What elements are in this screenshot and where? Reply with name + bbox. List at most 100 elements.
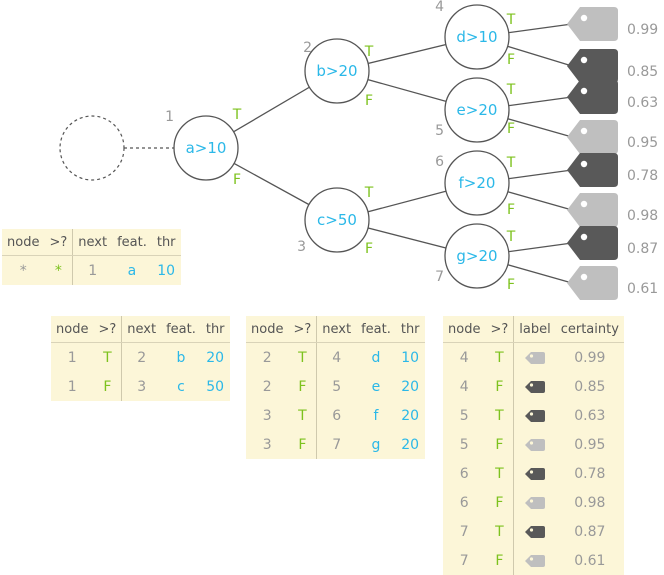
node-cell: 2 <box>262 349 272 366</box>
leaf-7-tag-icon <box>567 226 618 260</box>
label-cell <box>513 517 556 546</box>
label-cell <box>513 342 556 372</box>
node-cell: 3 <box>262 407 272 424</box>
threshold-cell: 10 <box>157 262 176 279</box>
feature-cell: d <box>371 349 381 366</box>
condition-cell: * <box>54 262 62 279</box>
leaf-3-tag-icon <box>567 80 618 114</box>
label-tag-icon <box>524 554 545 567</box>
node-cell: 6 <box>459 494 469 511</box>
leaf-3-certainty: 0.63 <box>627 95 658 111</box>
leaf-1-tag-hole <box>580 14 588 22</box>
certainty-cell: 0.87 <box>574 523 606 540</box>
tree-node-3-index: 3 <box>297 239 306 255</box>
column-header: node <box>246 316 289 343</box>
certainty-cell: 0.99 <box>574 349 606 366</box>
column-header: thr <box>151 229 181 256</box>
column-header: next <box>316 316 357 343</box>
tree-node-1 <box>173 115 239 181</box>
threshold-cell: 20 <box>401 378 420 395</box>
threshold-cell: 20 <box>401 407 420 424</box>
condition-cell: T <box>298 407 307 424</box>
node-cell: * <box>19 262 27 279</box>
leaf-6-tag-icon <box>567 193 618 227</box>
certainty-cell: 0.63 <box>574 407 606 424</box>
tree-node-7 <box>444 223 510 289</box>
label-tag-icon <box>524 525 545 538</box>
tree-node-7-label: g>20 <box>456 247 497 265</box>
column-header: thr <box>395 316 425 343</box>
next-node-cell: 5 <box>316 372 357 401</box>
leaf-2-tag-icon <box>567 49 618 83</box>
leaf-8-tag-hole <box>580 273 588 281</box>
certainty-cell: 0.98 <box>574 494 606 511</box>
tree-node-5-true-branch: T <box>506 82 516 98</box>
condition-cell: F <box>495 494 504 511</box>
feature-cell: b <box>176 349 186 366</box>
feature-cell: c <box>177 378 185 395</box>
label-cell <box>513 546 556 575</box>
condition-cell: T <box>495 465 504 482</box>
label-tag-icon <box>524 496 545 509</box>
leaf-2-tag-hole <box>580 56 588 64</box>
tree-node-1-index: 1 <box>165 109 174 125</box>
threshold-cell: 20 <box>206 349 225 366</box>
condition-cell: F <box>495 552 504 569</box>
tree-node-6-false-branch: F <box>507 202 515 218</box>
leaf-3-tag-hole <box>580 87 588 95</box>
tree-node-1-false-branch: F <box>233 172 241 188</box>
condition-cell: F <box>495 378 504 395</box>
column-header: certainty <box>555 316 624 343</box>
condition-cell: T <box>495 407 504 424</box>
label-cell <box>513 430 556 459</box>
tree-node-1-true-branch: T <box>232 107 242 123</box>
node-cell: 1 <box>67 378 77 395</box>
leaf-8-tag-icon <box>567 266 618 300</box>
next-node-cell: 2 <box>121 342 162 372</box>
column-header: label <box>513 316 556 343</box>
leaf-2-certainty: 0.85 <box>627 64 658 80</box>
threshold-cell: 20 <box>401 436 420 453</box>
node-cell: 4 <box>459 378 469 395</box>
tree-node-5 <box>444 77 510 143</box>
next-node-cell: 1 <box>72 255 113 285</box>
threshold-cell: 50 <box>206 378 225 395</box>
condition-cell: T <box>298 349 307 366</box>
label-tag-icon <box>524 351 545 364</box>
node-cell: 3 <box>262 436 272 453</box>
condition-cell: F <box>495 436 504 453</box>
feature-cell: g <box>371 436 381 453</box>
column-header: feat. <box>112 229 152 256</box>
label-tag-icon <box>524 438 545 451</box>
leaf-1-tag-icon <box>567 7 618 41</box>
tree-node-6 <box>444 150 510 216</box>
column-header: >? <box>288 316 317 343</box>
column-header: thr <box>200 316 230 343</box>
tree-node-1-label: a>10 <box>186 139 227 157</box>
tree-node-4-true-branch: T <box>506 12 516 28</box>
tree-node-2-index: 2 <box>303 40 312 56</box>
feature-cell: e <box>371 378 381 395</box>
next-node-cell: 7 <box>316 430 357 459</box>
node-cell: 4 <box>459 349 469 366</box>
column-header: next <box>121 316 162 343</box>
feature-cell: a <box>127 262 137 279</box>
tree-node-3-label: c>50 <box>317 211 357 229</box>
feature-cell: f <box>373 407 379 424</box>
column-header: feat. <box>356 316 396 343</box>
tree-node-4-index: 4 <box>435 0 444 15</box>
leaf-1-certainty: 0.99 <box>627 22 658 38</box>
